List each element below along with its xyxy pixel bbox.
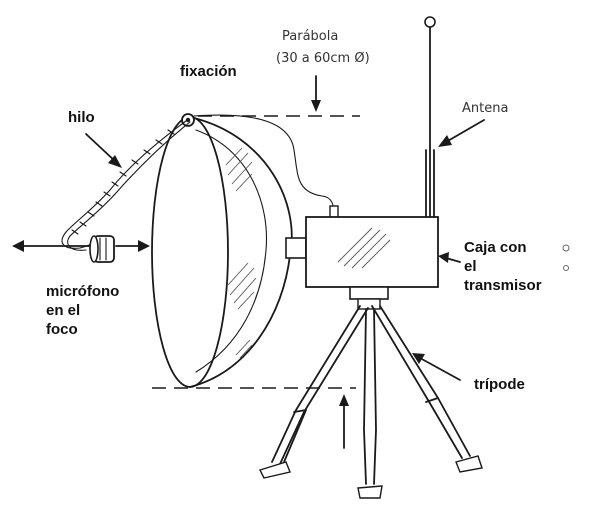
transmitter-box: [305, 216, 439, 300]
dish-box-connector: [285, 237, 307, 259]
thread-hilo: [61, 120, 191, 251]
signal-cable: [193, 114, 335, 215]
microphone: [89, 235, 115, 263]
fixation-point: [181, 113, 195, 127]
parabola-size-label: (30 a 60cm Ø): [276, 51, 370, 66]
microfono-label-line1: micrófono: [46, 283, 119, 300]
tripod: [259, 298, 483, 499]
hilo-label: hilo: [68, 109, 95, 126]
stray-mark: [563, 265, 569, 271]
focus-axis-arrow: [12, 240, 150, 252]
microfono-label-line3: foco: [46, 321, 78, 338]
label-arrows: [85, 119, 485, 381]
tripode-label: trípode: [474, 376, 525, 393]
diameter-dimension-lines: [152, 75, 360, 449]
antena-label: Antena: [462, 101, 508, 116]
microfono-label-line2: en el: [46, 302, 80, 319]
stray-mark: [562, 244, 570, 252]
caja-label-line3: transmisor: [464, 277, 542, 294]
antenna: [424, 16, 436, 218]
parabola-title-label: Parábola: [282, 29, 338, 44]
caja-label-line1: Caja con: [464, 239, 527, 256]
parabolic-dish: [151, 116, 293, 388]
dish-shading: [225, 147, 257, 359]
fixacion-label: fixación: [180, 63, 237, 80]
caja-label-line2: el: [464, 258, 477, 275]
